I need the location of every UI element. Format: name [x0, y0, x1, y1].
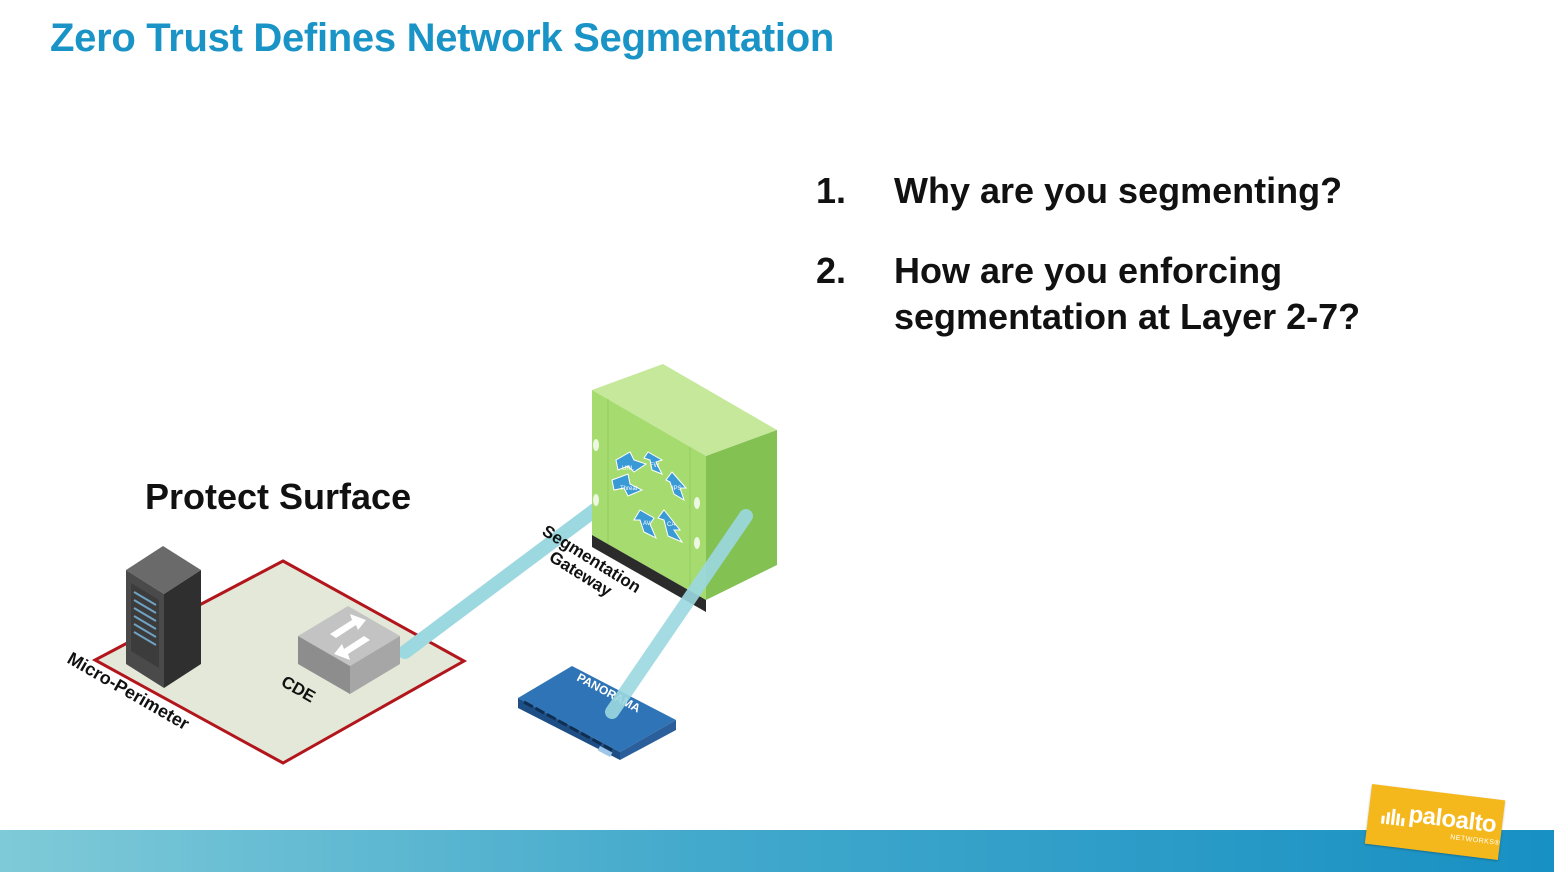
link-cde-to-gateway [398, 503, 602, 659]
gateway-arrow-label: Threat [620, 486, 638, 492]
gateway-arrow-label: AV [643, 521, 651, 527]
link-gateway-to-panorama [605, 509, 753, 719]
question-text: How are you enforcing segmentation at La… [894, 250, 1361, 337]
segmentation-gateway-icon: FW URL IPS Threat AV CA [592, 364, 777, 612]
slide-title: Zero Trust Defines Network Segmentation [50, 16, 835, 60]
paloalto-mark-icon [1380, 808, 1405, 827]
gateway-arrow-label: FW [650, 463, 660, 469]
question-item: 1. Why are you segmenting? [816, 168, 1516, 214]
question-text: Why are you segmenting? [894, 170, 1343, 211]
paloalto-logo: paloalto NETWORKS® [1364, 784, 1506, 860]
server-rack-icon [126, 546, 201, 688]
gateway-arrow-label: CA [667, 522, 675, 528]
question-list: 1. Why are you segmenting? 2. How are yo… [816, 168, 1516, 374]
gateway-arrow-label: IPS [672, 486, 682, 492]
protect-surface-label: Protect Surface [145, 476, 412, 517]
question-item: 2. How are you enforcing segmentation at… [816, 248, 1516, 340]
footer-bar [0, 830, 1554, 872]
question-number: 2. [816, 250, 847, 291]
question-number: 1. [816, 170, 847, 211]
panorama-appliance-icon [518, 666, 676, 760]
cde-switch-icon [298, 606, 400, 694]
gateway-arrow-label: URL [622, 466, 635, 472]
